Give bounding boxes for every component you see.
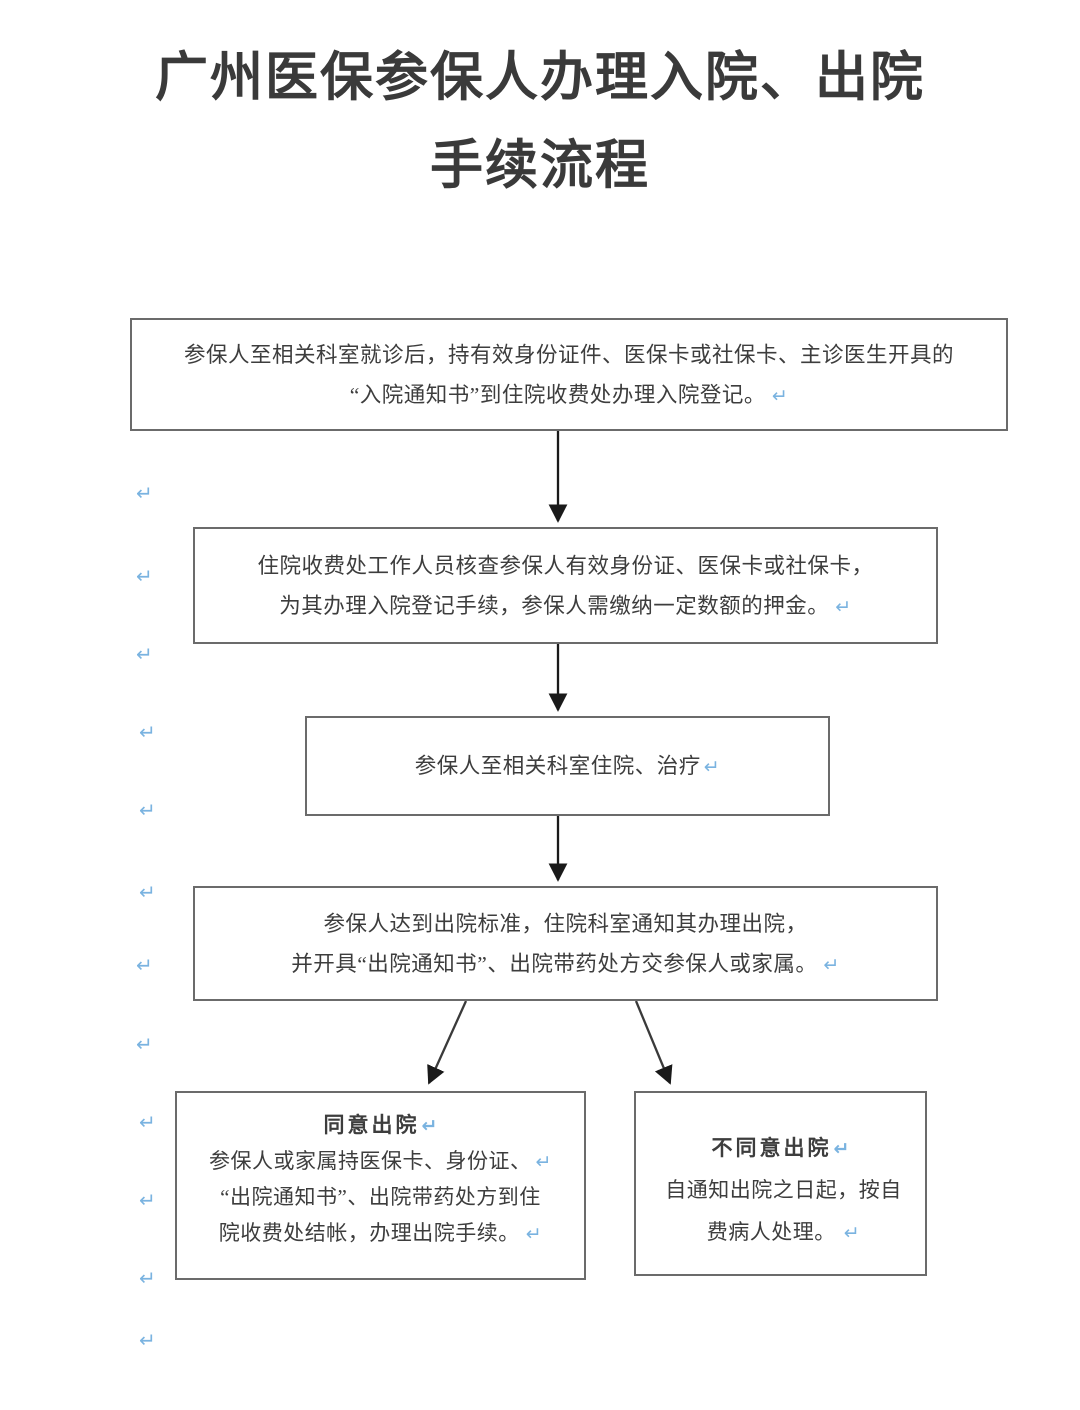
branch-heading: 不同意出院↵ [712,1127,850,1169]
refuse-discharge-branch: 不同意出院↵ 自通知出院之日起，按自 费病人处理。↵ [634,1091,927,1276]
paragraph-mark-icon: ↵ [139,1110,156,1134]
branch-text: 院收费处结帐，办理出院手续。 [218,1221,520,1245]
paragraph-mark-icon: ↵ [139,720,156,744]
paragraph-mark-icon: ↵ [843,1222,861,1244]
step-text-line: 参保人至相关科室住院、治疗↵ [415,746,720,786]
paragraph-mark-icon: ↵ [136,1032,153,1056]
step-text-line: 为其办理入院登记手续，参保人需缴纳一定数额的押金。↵ [279,586,851,626]
paragraph-mark-icon: ↵ [139,1266,156,1290]
branch-heading: 同意出院↵ [324,1107,438,1143]
verify-documents-step: 住院收费处工作人员核查参保人有效身份证、医保卡或社保卡， 为其办理入院登记手续，… [193,527,938,644]
branch-heading-text: 同意出院 [323,1113,420,1137]
step-text-line: 参保人达到出院标准，住院科室通知其办理出院， [323,911,808,936]
paragraph-mark-icon: ↵ [525,1223,543,1245]
paragraph-mark-icon: ↵ [139,880,156,904]
inpatient-treatment-step: 参保人至相关科室住院、治疗↵ [305,716,830,816]
branch-heading-text: 不同意出院 [711,1136,832,1160]
paragraph-mark-icon: ↵ [535,1151,552,1173]
paragraph-mark-icon: ↵ [421,1115,438,1137]
step-text-line: “入院通知书”到住院收费处办理入院登记。↵ [350,375,789,415]
edge-notify-to-disagree [634,1000,673,1085]
branch-text-line: 院收费处结帐，办理出院手续。↵ [219,1215,542,1251]
step-text: 为其办理入院登记手续，参保人需缴纳一定数额的押金。 [279,593,830,618]
paragraph-mark-icon: ↵ [136,953,153,977]
paragraph-mark-icon: ↵ [136,642,153,666]
edge-notify-to-agree [427,1000,468,1085]
paragraph-mark-icon: ↵ [833,1138,850,1160]
step-text: “入院通知书”到住院收费处办理入院登记。 [349,382,766,407]
paragraph-mark-icon: ↵ [136,481,153,505]
step-text-line: 住院收费处工作人员核查参保人有效身份证、医保卡或社保卡， [257,553,874,578]
paragraph-mark-icon: ↵ [139,1188,156,1212]
step-text: 参保人至相关科室住院、治疗 [414,754,701,778]
branch-text: 费病人处理。 [706,1220,836,1244]
page-title-line-2: 手续流程 [430,136,650,195]
branch-text-line: 参保人或家属持医保卡、身份证、↵ [209,1143,552,1179]
branch-text-line: 费病人处理。 ↵ [707,1211,860,1253]
paragraph-mark-icon: ↵ [771,384,789,407]
branch-text-line: 自通知出院之日起，按自 [665,1178,902,1202]
branch-text-line: “出院通知书”、出院带药处方到住 [220,1185,541,1209]
step-text: 并开具“出院通知书”、出院带药处方交参保人或家属。 [291,951,818,976]
paragraph-mark-icon: ↵ [136,564,153,588]
paragraph-mark-icon: ↵ [823,953,840,976]
step-text-line: 并开具“出院通知书”、出院带药处方交参保人或家属。↵ [291,944,840,984]
paragraph-mark-icon: ↵ [835,595,852,618]
paragraph-mark-icon: ↵ [139,798,156,822]
agree-to-discharge-branch: 同意出院↵ 参保人或家属持医保卡、身份证、↵ “出院通知书”、出院带药处方到住 … [175,1091,586,1280]
discharge-notice-step: 参保人达到出院标准，住院科室通知其办理出院， 并开具“出院通知书”、出院带药处方… [193,886,938,1001]
admission-registration-step: 参保人至相关科室就诊后，持有效身份证件、医保卡或社保卡、主诊医生开具的 “入院通… [130,318,1008,431]
step-text-line: 参保人至相关科室就诊后，持有效身份证件、医保卡或社保卡、主诊医生开具的 [183,342,954,367]
paragraph-mark-icon: ↵ [139,1328,156,1352]
branch-text: 参保人或家属持医保卡、身份证、 [209,1149,532,1173]
paragraph-mark-icon: ↵ [703,756,721,778]
page-title-line-1: 广州医保参保人办理入院、出院 [155,48,925,107]
page-title: 广州医保参保人办理入院、出院 手续流程 [0,34,1080,210]
